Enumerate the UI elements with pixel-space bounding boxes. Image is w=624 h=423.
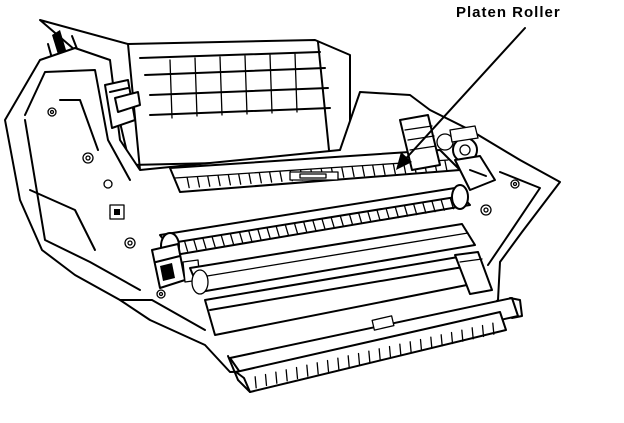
tear-bar-tooth: [254, 376, 257, 389]
platen-rib: [440, 199, 445, 211]
tear-bar-tooth: [326, 359, 330, 373]
platen-rib: [220, 234, 225, 247]
left-latch: [109, 204, 125, 220]
lower-feed-roller: [189, 223, 476, 295]
guide-rib: [196, 176, 201, 188]
platen-rib: [413, 203, 418, 216]
tear-bar-tooth: [306, 364, 309, 377]
platen-rib: [422, 202, 427, 214]
platen-rib: [376, 209, 381, 222]
platen-rib: [358, 212, 363, 225]
tear-bar-tooth: [357, 352, 361, 366]
tear-bar-tooth: [450, 331, 454, 345]
platen-rib: [321, 218, 326, 230]
guide-rib: [382, 163, 386, 176]
platen-rib: [348, 214, 354, 226]
callout-leader-arrow: [396, 27, 526, 170]
tear-bar-tooth: [295, 366, 299, 380]
platen-rib: [257, 228, 262, 241]
platen-rib: [202, 237, 207, 249]
platen-rib: [394, 206, 400, 219]
tear-bar-tooth: [409, 341, 412, 354]
platen-rib: [312, 220, 317, 232]
tear-bar-tooth: [440, 334, 443, 347]
platen-rib: [385, 208, 390, 220]
platen-rib: [193, 239, 198, 251]
tear-bar-tooth: [430, 336, 433, 349]
guide-rib: [268, 171, 273, 183]
guide-rib: [341, 166, 345, 178]
tear-bar-tooth: [492, 322, 495, 335]
guide-rib: [351, 165, 355, 178]
tear-bar-tooth: [285, 369, 288, 382]
front-tear-bar: [227, 297, 523, 393]
platen-rib: [183, 240, 189, 252]
guide-rib: [361, 165, 366, 177]
tear-bar-tooth: [264, 373, 268, 387]
guide-rib: [186, 177, 190, 189]
front-roller-housing: [204, 251, 493, 336]
tear-bar-tooth: [316, 362, 319, 375]
platen-rib: [229, 233, 235, 245]
left-hinge: [104, 79, 141, 129]
platen-rib: [211, 236, 216, 248]
guide-rib: [258, 172, 262, 184]
guide-rib: [392, 163, 396, 175]
platen-rib: [275, 225, 280, 238]
guide-rib: [248, 172, 252, 185]
platen-rib: [248, 230, 253, 242]
guide-rib: [372, 164, 376, 176]
platen-roller-label: Platen Roller: [456, 4, 561, 21]
platen-rib: [367, 211, 372, 223]
platen-rib: [238, 231, 244, 244]
platen-rib: [449, 198, 455, 210]
platen-rib: [284, 224, 290, 236]
guide-rib: [227, 174, 232, 186]
platen-rib: [339, 215, 345, 227]
tear-bar-tooth: [275, 371, 278, 384]
tear-bar-tooth: [399, 343, 402, 356]
tear-bar-tooth: [461, 329, 464, 342]
guide-rib: [207, 175, 211, 187]
tear-bar-tooth: [471, 327, 474, 340]
guide-rib: [238, 173, 242, 185]
screw-holes: [47, 107, 520, 299]
tear-bar-tooth: [388, 345, 392, 359]
tear-bar-tooth: [347, 355, 350, 368]
platen-rib: [293, 223, 299, 235]
guide-rib: [217, 174, 221, 187]
platen-rib: [330, 217, 335, 229]
guide-rib: [444, 159, 448, 171]
guide-rib: [279, 170, 283, 183]
tear-bar-tooth: [419, 338, 423, 352]
platen-rib: [403, 205, 409, 217]
tear-bar-tooth: [337, 357, 340, 370]
platen-rib: [431, 201, 436, 213]
tear-bar-tooth: [378, 348, 381, 361]
tear-bar-tooth: [481, 324, 485, 338]
platen-rib: [303, 221, 308, 233]
tear-bar-tooth: [368, 350, 371, 363]
platen-rib: [266, 227, 271, 239]
